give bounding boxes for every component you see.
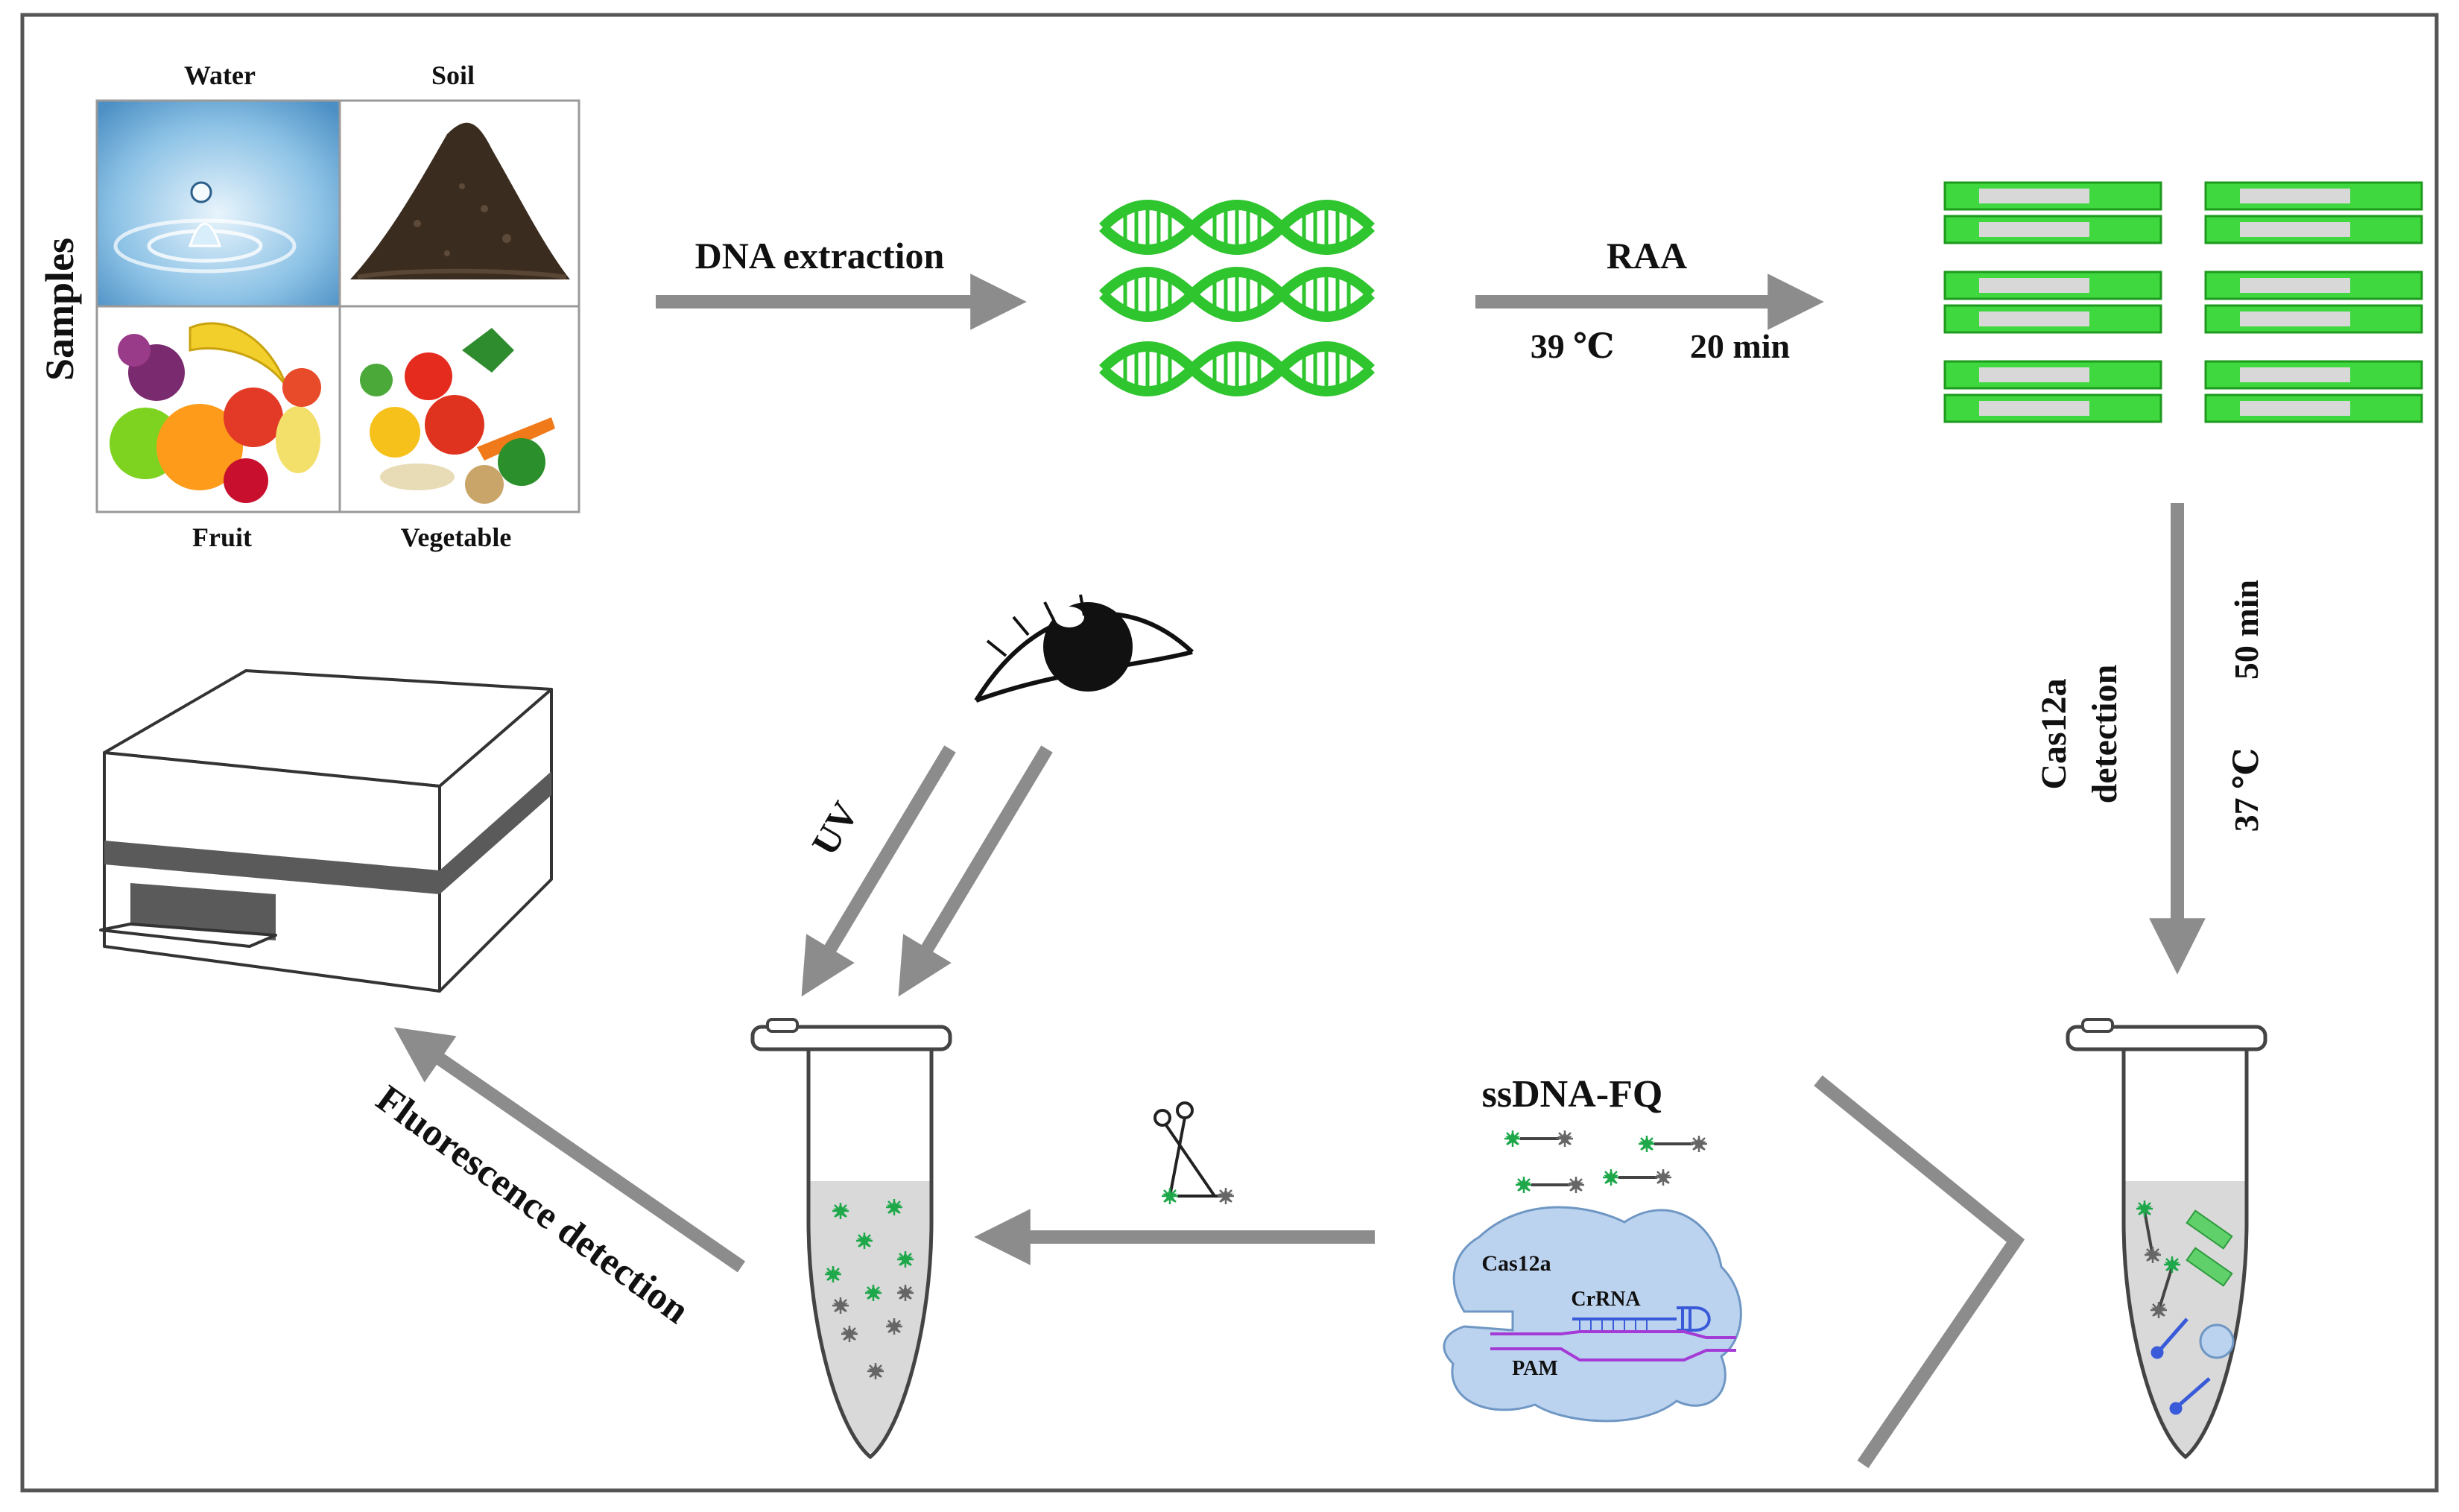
cas12a-temperature: 37 ℃ [2227,748,2265,832]
water-icon [97,101,339,306]
soil-label: Soil [431,60,475,90]
tube-left [750,1018,952,1460]
fruit-label: Fruit [192,522,252,552]
crrna-guides [2151,1318,2211,1415]
vegetable-label: Vegetable [401,522,512,552]
raa-label: RAA [1607,235,1687,276]
samples-panel: Samples Water Soil Fruit Vegetable [37,60,580,552]
uv-arrow [801,745,956,997]
soil-icon [341,101,579,306]
pam-label: PAM [1512,1357,1558,1380]
fruit-icon [97,307,339,512]
fluorometer-icon [99,669,553,993]
crrna-label: CrRNA [1571,1288,1641,1311]
eye-icon [974,594,1194,703]
samples-heading: Samples [37,238,82,381]
target-dna-strands [1490,1330,1736,1361]
water-label: Water [184,60,256,90]
raa-time: 20 min [1690,327,1790,365]
cas12a-label-line2: detection [2085,665,2124,804]
cleaved-probe-icon [1153,1101,1235,1206]
vegetable-icon [341,307,579,512]
free-protein [2199,1323,2235,1359]
intact-probes [2135,1199,2182,1320]
raa-temperature: 39 ℃ [1531,327,1615,365]
cas12a-protein-icon: Cas12a CrRNA PAM [1443,1206,1742,1423]
dna-extraction-label: DNA extraction [695,235,945,276]
complex-chevron [1814,1075,2025,1469]
fluorescence-arrow [393,1027,746,1273]
ssdna-fq-label: ssDNA-FQ [1482,1073,1663,1116]
cas12a-time: 50 min [2227,580,2265,680]
visual-arrow [898,745,1053,997]
cas12a-label-line1: Cas12a [2034,678,2074,789]
tube-right [2066,1018,2267,1460]
crrna-strand [1572,1306,1711,1332]
cas12a-complexes [2186,1209,2233,1287]
cas12a-protein-label: Cas12a [1481,1251,1551,1276]
